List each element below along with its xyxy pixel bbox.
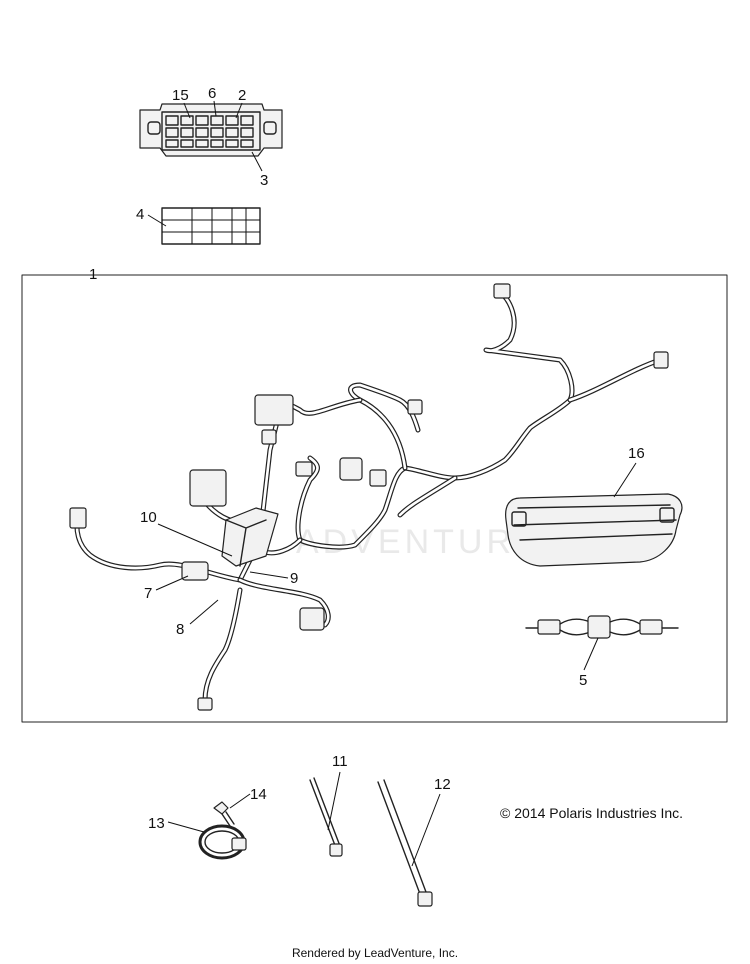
callout-14: 14 [250,786,267,803]
cable-tie-large-part [377,779,433,907]
cable-tie-small-part [309,777,343,857]
fuse-decal-part [161,207,261,245]
watermark-text: ADVENTURE [296,523,542,561]
callout-4: 4 [136,206,144,223]
callout-7: 7 [144,585,152,602]
callout-1: 1 [89,266,97,283]
callout-13: 13 [148,815,165,832]
callout-12: 12 [434,776,451,793]
wiring-harness-part [69,283,669,711]
callout-2: 2 [238,87,246,104]
callout-10: 10 [140,509,157,526]
main-harness-frame [21,274,728,723]
callout-11: 11 [332,753,348,770]
callout-5: 5 [579,672,587,689]
copyright-text: © 2014 Polaris Industries Inc. [500,805,684,821]
callout-15: 15 [172,87,189,104]
callout-16: 16 [628,445,645,462]
module-cover-part [505,493,683,567]
bolt-part [213,801,235,827]
fuse-box-part [139,103,283,157]
clamp-part [198,824,247,860]
callout-3: 3 [260,172,268,189]
callout-9: 9 [290,570,298,587]
render-credit: Rendered by LeadVenture, Inc. [291,946,459,960]
jumper-harness-part [525,615,679,639]
callout-6: 6 [208,85,216,102]
callout-8: 8 [176,621,184,638]
